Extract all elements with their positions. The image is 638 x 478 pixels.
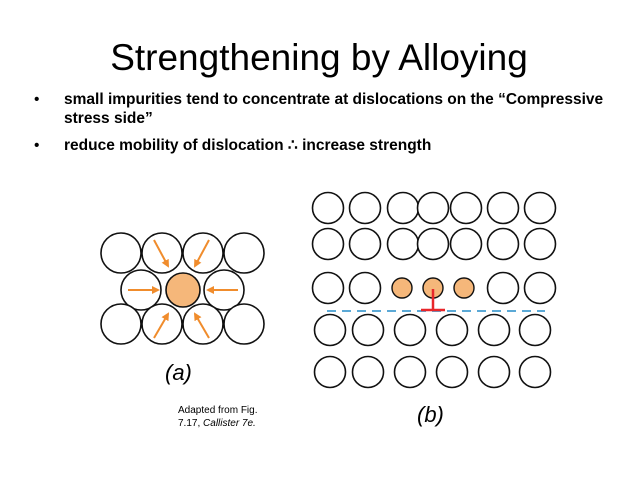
impurity-atom bbox=[453, 277, 475, 299]
host-atom bbox=[435, 355, 469, 389]
host-atom bbox=[393, 355, 427, 389]
host-atom bbox=[416, 227, 450, 261]
host-atom bbox=[351, 355, 385, 389]
impurity-atom bbox=[391, 277, 413, 299]
host-atom bbox=[486, 191, 520, 225]
host-atom bbox=[477, 355, 511, 389]
bullet-item: • reduce mobility of dislocation ∴ incre… bbox=[34, 136, 614, 155]
bullet-icon: • bbox=[34, 91, 40, 108]
stress-arrow bbox=[193, 312, 210, 339]
figure-a-label: (a) bbox=[165, 360, 192, 385]
caption-prefix: 7.17, bbox=[178, 418, 204, 429]
host-atom bbox=[348, 271, 382, 305]
host-atom bbox=[449, 227, 483, 261]
host-atom bbox=[393, 313, 427, 347]
host-atom bbox=[486, 271, 520, 305]
figure-b-label: (b) bbox=[417, 402, 444, 427]
host-atom bbox=[523, 271, 557, 305]
stress-arrow bbox=[194, 239, 210, 268]
host-atom bbox=[518, 313, 552, 347]
caption-line-2: 7.17, Callister 7e. bbox=[178, 417, 257, 430]
host-atom bbox=[351, 313, 385, 347]
host-atom bbox=[518, 355, 552, 389]
figure-caption: Adapted from Fig. 7.17, Callister 7e. bbox=[178, 404, 257, 430]
host-atom bbox=[223, 303, 265, 345]
caption-source: Callister 7e. bbox=[203, 418, 256, 429]
caption-line-1: Adapted from Fig. bbox=[178, 405, 258, 416]
host-atom bbox=[311, 191, 345, 225]
bullet-list: • small impurities tend to concentrate a… bbox=[34, 90, 614, 163]
host-atom bbox=[311, 271, 345, 305]
host-atom bbox=[311, 227, 345, 261]
host-atom bbox=[449, 191, 483, 225]
host-atom bbox=[313, 313, 347, 347]
host-atom bbox=[435, 313, 469, 347]
host-atom bbox=[223, 232, 265, 274]
host-atom bbox=[486, 227, 520, 261]
host-atom bbox=[182, 303, 224, 345]
stress-arrow bbox=[153, 312, 170, 339]
slide-title: Strengthening by Alloying bbox=[110, 37, 528, 78]
stress-arrow bbox=[153, 239, 169, 268]
impurity-atom bbox=[165, 272, 201, 308]
bullet-text: small impurities tend to concentrate at … bbox=[64, 91, 604, 127]
bullet-item: • small impurities tend to concentrate a… bbox=[34, 90, 614, 128]
host-atom bbox=[348, 191, 382, 225]
host-atom bbox=[386, 191, 420, 225]
host-atom bbox=[100, 232, 142, 274]
host-atom bbox=[477, 313, 511, 347]
figure-b-lattice bbox=[311, 191, 557, 389]
host-atom bbox=[100, 303, 142, 345]
bullet-text: reduce mobility of dislocation ∴ increas… bbox=[64, 137, 432, 154]
host-atom bbox=[416, 191, 450, 225]
bullet-icon: • bbox=[34, 137, 40, 154]
host-atom bbox=[348, 227, 382, 261]
host-atom bbox=[313, 355, 347, 389]
host-atom bbox=[523, 191, 557, 225]
figure-a-lattice bbox=[100, 232, 265, 345]
host-atom bbox=[386, 227, 420, 261]
host-atom bbox=[523, 227, 557, 261]
